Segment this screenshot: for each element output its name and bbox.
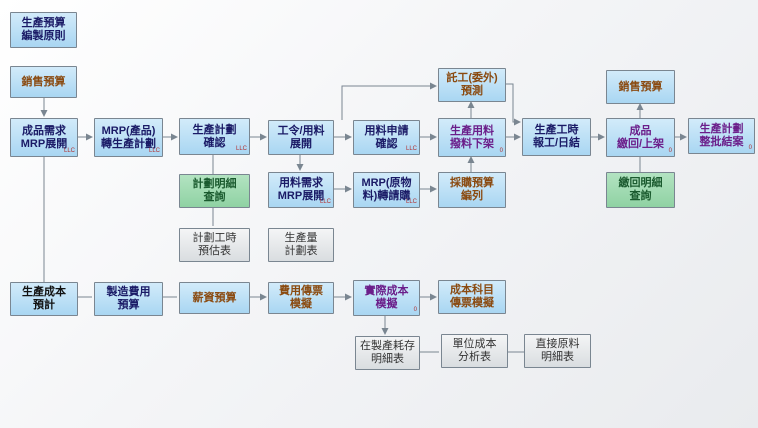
cost-voucher-label: 成本科目 傳票模擬 — [450, 284, 494, 309]
zero-tag: 0 — [413, 307, 417, 313]
mrp-product-label: MRP(產品) 轉生產計劃 — [101, 124, 156, 150]
production-volume-node[interactable]: 生產量 計劃表 — [268, 228, 334, 262]
material-apply-confirm-label: 用料申請 確認 — [364, 124, 409, 150]
sales-budget-node[interactable]: 銷售預算 — [10, 66, 77, 98]
production-cost-estimate-node[interactable]: 生產成本 預計 — [10, 282, 78, 316]
plan-detail-query-node[interactable]: 計劃明細 查詢 — [179, 174, 250, 208]
production-volume-label: 生產量 計劃表 — [284, 232, 318, 257]
salary-budget-node[interactable]: 薪資預算 — [179, 282, 250, 314]
expense-voucher-label: 費用傳票 模擬 — [279, 285, 323, 310]
production-material-issue-label: 生產用料 撥料下架 — [450, 124, 494, 150]
edge-outsource-to-report — [506, 83, 521, 126]
sales-budget-right-label: 銷售預算 — [618, 80, 663, 93]
outsource-forecast-node[interactable]: 託工(委外) 預測 — [438, 68, 506, 102]
principle-node[interactable]: 生產預算 編製原則 — [10, 12, 77, 48]
work-hour-report-node[interactable]: 生產工時 報工/日結 — [522, 118, 591, 156]
outsource-forecast-label: 託工(委外) 預測 — [446, 72, 498, 97]
finished-demand-mrp-label: 成品需求 MRP展開 — [20, 124, 68, 150]
principle-label: 生產預算 編製原則 — [21, 17, 66, 42]
llc-tag: LLC — [235, 146, 247, 152]
llc-tag: LLC — [405, 146, 417, 152]
sales-budget-right-node[interactable]: 銷售預算 — [606, 70, 675, 104]
zero-tag: 0 — [668, 148, 672, 154]
plan-detail-query-label: 計劃明細 查詢 — [192, 178, 237, 203]
edge-order-to-outsource — [341, 82, 437, 120]
manufacturing-expense-label: 製造費用 預算 — [106, 286, 151, 311]
sales-budget-label: 銷售預算 — [21, 75, 66, 88]
purchase-budget-node[interactable]: 採購預算 編列 — [438, 172, 506, 208]
zero-tag: 0 — [748, 145, 752, 151]
production-plan-close-label: 生產計劃 整批結案 — [699, 123, 744, 148]
llc-tag: LLC — [63, 148, 75, 154]
production-plan-confirm-label: 生產計劃 確認 — [192, 123, 237, 149]
wip-detail-node[interactable]: 在製產耗存 明細表 — [355, 336, 420, 370]
salary-budget-label: 薪資預算 — [192, 291, 237, 304]
production-material-issue-node[interactable]: 生產用料 撥料下架 0 — [438, 118, 506, 157]
unit-cost-analysis-label: 單位成本 分析表 — [452, 338, 497, 363]
llc-tag: LLC — [148, 148, 160, 154]
expense-voucher-node[interactable]: 費用傳票 模擬 — [268, 282, 334, 314]
purchase-budget-label: 採購預算 編列 — [450, 177, 494, 202]
order-material-expand-node[interactable]: 工令/用料 展開 — [268, 120, 334, 155]
actual-cost-label: 實際成本 模擬 — [364, 285, 409, 310]
production-plan-close-node[interactable]: 生產計劃 整批結案 0 — [688, 118, 755, 154]
production-cost-estimate-label: 生產成本 預計 — [22, 286, 66, 311]
order-material-expand-label: 工令/用料 展開 — [277, 124, 325, 150]
direct-material-detail-label: 直接原料 明細表 — [535, 338, 580, 363]
mrp-material-purchase-label: MRP(原物 料)轉請購 — [361, 177, 412, 202]
work-hour-estimate-label: 計劃工時 預估表 — [192, 232, 237, 257]
return-detail-query-label: 繳回明細 查詢 — [618, 177, 663, 202]
wip-detail-label: 在製產耗存 明細表 — [360, 340, 415, 365]
finished-return-label: 成品 繳回/上架 — [616, 124, 665, 150]
manufacturing-expense-node[interactable]: 製造費用 預算 — [94, 282, 163, 316]
llc-tag: LLC — [405, 199, 417, 205]
work-hour-estimate-node[interactable]: 計劃工時 預估表 — [179, 228, 250, 262]
work-hour-report-label: 生產工時 報工/日結 — [532, 124, 581, 149]
cost-voucher-node[interactable]: 成本科目 傳票模擬 — [438, 280, 506, 314]
return-detail-query-node[interactable]: 繳回明細 查詢 — [606, 172, 675, 208]
direct-material-detail-node[interactable]: 直接原料 明細表 — [524, 334, 591, 368]
llc-tag: LLC — [319, 199, 331, 205]
zero-tag: 0 — [499, 148, 503, 154]
actual-cost-node[interactable]: 實際成本 模擬 0 — [353, 280, 420, 316]
unit-cost-analysis-node[interactable]: 單位成本 分析表 — [441, 334, 508, 368]
material-demand-mrp-label: 用料需求 MRP展開 — [277, 177, 325, 202]
